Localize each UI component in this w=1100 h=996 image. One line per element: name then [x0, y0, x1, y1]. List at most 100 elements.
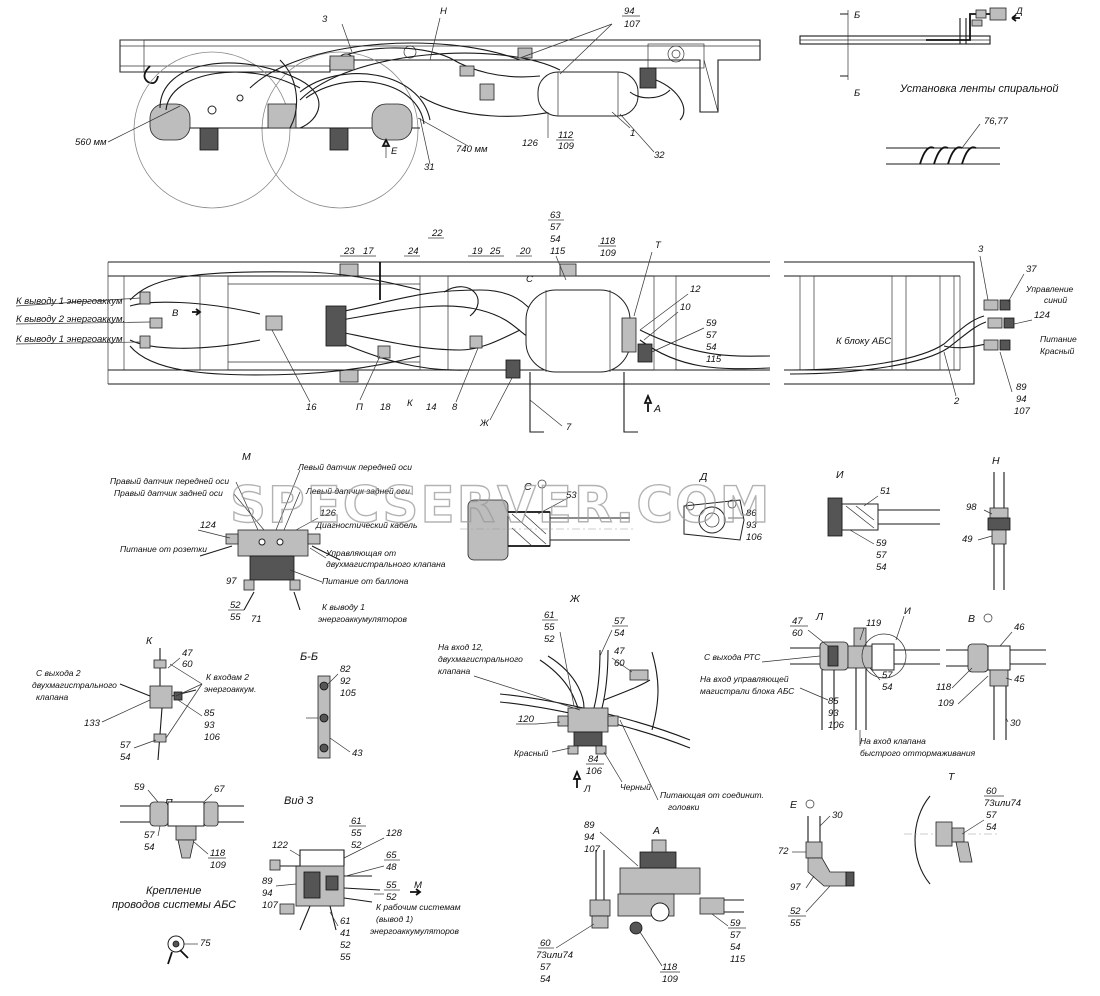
callout-63: 63: [550, 210, 561, 221]
diagnostic-cable: Диагностический кабель: [315, 520, 417, 530]
callout-p: П: [356, 402, 363, 413]
callout-54-i: 54: [876, 562, 887, 573]
callout-30-e: 30: [832, 810, 843, 821]
callout-54-k: 54: [120, 752, 131, 763]
callout-57: 57: [550, 222, 561, 233]
abs-fixing-title-1: Крепление: [146, 885, 201, 897]
control-label: Управление: [1025, 284, 1074, 294]
detail-d-title: Д: [699, 471, 708, 483]
callout-107-z: 107: [262, 900, 279, 911]
callout-55-zh: 55: [544, 622, 555, 633]
callout-93-k: 93: [204, 720, 215, 731]
power-label: Питание: [1040, 334, 1077, 344]
detail-k: К 47 60 С выхода 2 двухмагистрального кл…: [32, 635, 256, 763]
callout-e: Е: [391, 146, 398, 157]
callout-43: 43: [352, 748, 363, 759]
callout-118-p: 118: [210, 848, 226, 859]
detail-h: Н 98 49: [962, 455, 1011, 590]
control-blue-label: синий: [1044, 295, 1067, 305]
callout-25: 25: [489, 246, 501, 257]
abs-module: [325, 305, 347, 347]
callout-30-v: 30: [1010, 718, 1021, 729]
to-accumulator-1-bottom: К выводу 1 энергоаккум: [16, 334, 123, 345]
callout-51: 51: [880, 486, 891, 497]
air-tank: [537, 71, 639, 117]
brake-chamber-2: [371, 103, 413, 141]
callout-122: 122: [272, 840, 289, 851]
callout-55b-z: 55: [386, 880, 397, 891]
callout-54-t: 54: [986, 822, 997, 833]
rear-right-sensor: Правый датчик задней оси: [114, 488, 223, 498]
wheel-front: [133, 51, 291, 209]
callout-7: 7: [566, 422, 572, 433]
callout-57b-a: 57: [540, 962, 551, 973]
detail-d: Д 86 93 106: [683, 471, 763, 543]
callout-67: 67: [214, 784, 225, 795]
callout-93: 93: [746, 520, 757, 531]
spiral-title: Установка ленты спиральной: [899, 83, 1058, 95]
to-abs-block: К блоку АБС: [836, 336, 891, 347]
callout-115-a: 115: [730, 954, 746, 965]
detail-v: В 46 118 45 109 30: [936, 613, 1046, 740]
detail-zh-title: Ж: [569, 593, 581, 605]
arrow-l: Л: [583, 784, 591, 795]
callout-118: 118: [600, 236, 616, 247]
callout-20: 20: [519, 246, 531, 257]
callout-82: 82: [340, 664, 351, 675]
input-12-2: двухмагистрального: [438, 654, 523, 664]
callout-61-z: 61: [351, 816, 362, 827]
callout-93-l: 93: [828, 708, 839, 719]
callout-47-l: 47: [792, 616, 803, 627]
callout-54: 54: [550, 234, 561, 245]
power-red-label: Красный: [1040, 346, 1075, 356]
callout-106-zh: 106: [586, 766, 603, 777]
callout-60-l: 60: [792, 628, 803, 639]
detail-e: Е 30 72 97 52 55: [778, 799, 855, 929]
callout-65: 65: [386, 850, 397, 861]
callout-52b-z: 52: [386, 892, 397, 903]
callout-89: 89: [1016, 382, 1027, 393]
from-output-2-1: С выхода 2: [36, 668, 81, 678]
view-mark-c: С: [526, 274, 533, 285]
callout-107b: 107: [1014, 406, 1031, 417]
view-mark-zh: Ж: [479, 418, 490, 429]
callout-31: 31: [424, 162, 435, 173]
callout-55-z: 55: [351, 828, 362, 839]
section-mark-b-bottom: Б: [854, 88, 860, 99]
callout-46: 46: [1014, 622, 1025, 633]
to-accumulator-2: К выводу 2 энергоаккум.: [16, 314, 125, 325]
callout-84: 84: [588, 754, 599, 765]
callout-73-t: 73или74: [984, 798, 1021, 809]
view-mark-v: В: [172, 308, 179, 319]
black-label: Черный: [620, 782, 651, 792]
abs-wire-fixing: Крепление проводов системы АБС 75: [112, 885, 236, 965]
detail-m: М Правый датчик передней оси Правый датч…: [110, 451, 446, 625]
callout-48: 48: [386, 862, 397, 873]
abs-fixing-title-2: проводов системы АБС: [112, 899, 236, 911]
to-working-systems-1: К рабочим системам: [376, 902, 461, 912]
callout-94: 94: [624, 6, 635, 17]
callout-94-a: 94: [584, 832, 595, 843]
callout-60-t: 60: [986, 786, 997, 797]
to-accumulator-1-top: К выводу 1 энергоаккум: [16, 296, 123, 307]
red-label: Красный: [514, 748, 549, 758]
detail-p: П 59 67 57 54 118 109: [120, 782, 244, 871]
plan-air-tank: [525, 289, 631, 373]
frame-rail: [119, 39, 761, 113]
emergency-valve: [619, 867, 701, 895]
abs-modulator: [237, 529, 309, 557]
detail-h-title: Н: [992, 455, 1000, 467]
input-12-1: На вход 12,: [438, 642, 483, 652]
callout-60-a: 60: [540, 938, 551, 949]
callout-52-e: 52: [790, 906, 801, 917]
callout-45: 45: [1014, 674, 1025, 685]
callout-109: 109: [558, 141, 575, 152]
hook: [143, 65, 159, 85]
from-output-2-3: клапана: [36, 692, 69, 702]
callout-t: Т: [655, 240, 662, 251]
to-inputs-2-2: энергоаккум.: [204, 684, 256, 694]
callout-60-k: 60: [182, 659, 193, 670]
callout-55-e: 55: [790, 918, 801, 929]
callout-54-l: 54: [882, 682, 893, 693]
callout-19: 19: [472, 246, 483, 257]
